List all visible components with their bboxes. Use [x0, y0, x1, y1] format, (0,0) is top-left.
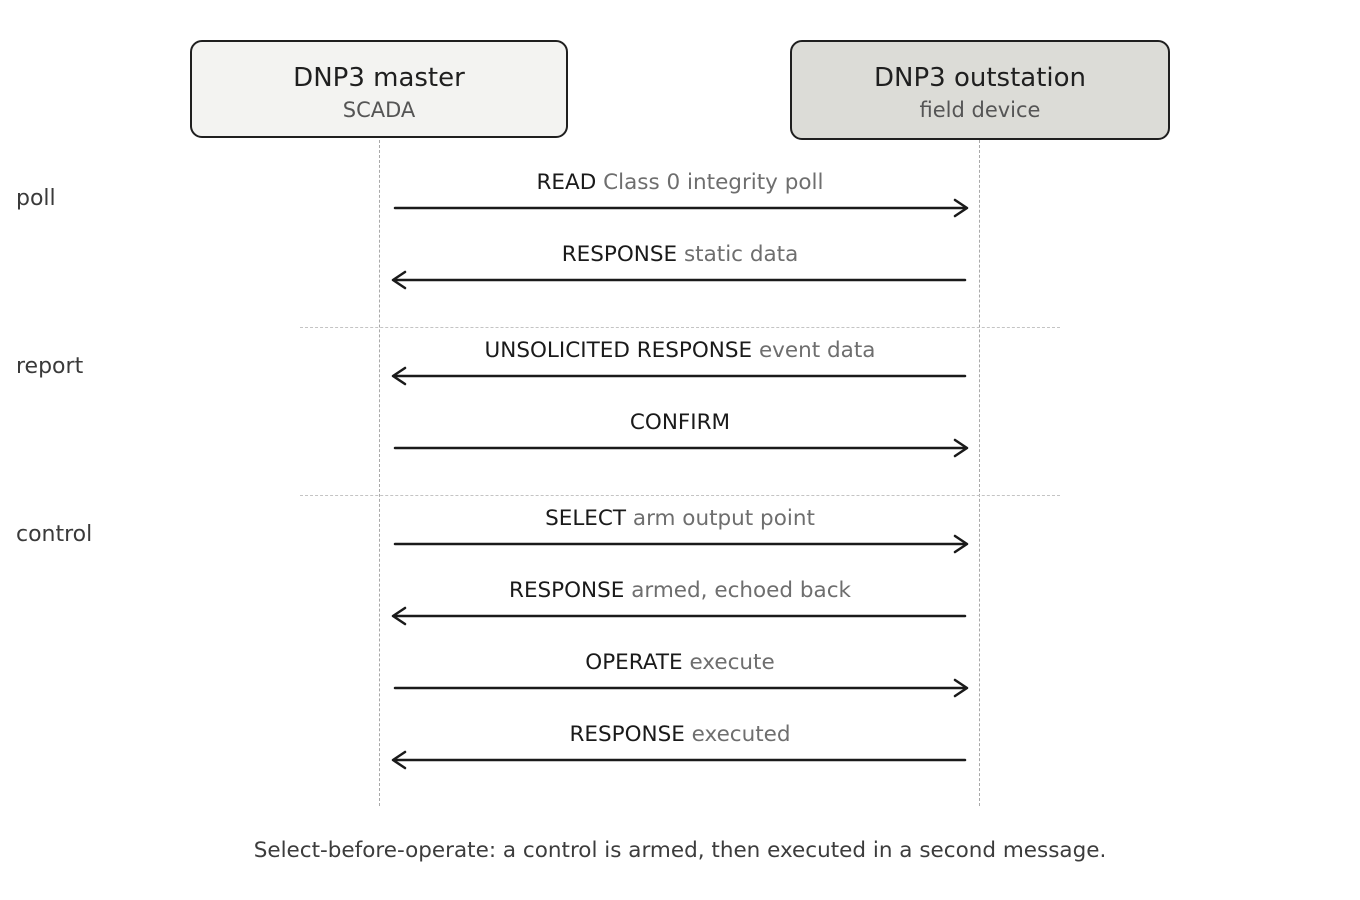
message-verb: READ: [536, 170, 597, 195]
group-separator: [300, 495, 1060, 496]
message-detail: armed, echoed back: [631, 578, 851, 603]
message-arrow-left: [391, 606, 967, 626]
message-verb: RESPONSE: [561, 242, 678, 267]
lifeline-outstation: [979, 140, 980, 806]
message-verb: CONFIRM: [629, 410, 731, 435]
participant-outstation: DNP3 outstation field device: [790, 40, 1170, 140]
group-label-report: report: [16, 354, 84, 379]
message-detail: event data: [758, 338, 876, 363]
lifeline-master: [379, 140, 380, 806]
message-label: UNSOLICITED RESPONSE event data: [380, 337, 980, 365]
message-label: RESPONSE armed, echoed back: [380, 577, 980, 605]
message-verb: RESPONSE: [509, 578, 625, 603]
message-arrow-left: [391, 366, 967, 386]
group-separator: [300, 327, 1060, 328]
participant-master-role: SCADA: [342, 98, 416, 122]
participant-outstation-name: DNP3 outstation: [873, 63, 1086, 93]
message-arrow-right: [393, 678, 969, 698]
message-arrow-right: [393, 534, 969, 554]
participant-master-name: DNP3 master: [293, 63, 465, 93]
message-arrow-left: [391, 750, 967, 770]
message-arrow-right: [393, 438, 969, 458]
message-arrow-right: [393, 198, 969, 218]
group-label-poll: poll: [16, 186, 56, 211]
message-detail: Class 0 integrity poll: [603, 170, 824, 195]
message-label: RESPONSE static data: [380, 241, 980, 269]
message-arrow-left: [391, 270, 967, 290]
message-verb: SELECT: [545, 506, 627, 531]
message-detail: static data: [683, 242, 799, 267]
message-label: OPERATE execute: [380, 649, 980, 677]
message-detail: execute: [689, 650, 775, 675]
diagram-caption: Select-before-operate: a control is arme…: [253, 838, 1107, 863]
participant-outstation-role: field device: [919, 98, 1041, 122]
message-detail: executed: [691, 722, 791, 747]
message-label: SELECT arm output point: [380, 505, 980, 533]
message-label: RESPONSE executed: [380, 721, 980, 749]
group-label-control: control: [16, 522, 93, 547]
message-label: READ Class 0 integrity poll: [380, 169, 980, 197]
message-verb: UNSOLICITED RESPONSE: [484, 338, 753, 363]
message-verb: RESPONSE: [569, 722, 685, 747]
message-detail: arm output point: [632, 506, 815, 531]
participant-master: DNP3 master SCADA: [190, 40, 568, 138]
message-label: CONFIRM: [380, 409, 980, 437]
message-verb: OPERATE: [585, 650, 683, 675]
